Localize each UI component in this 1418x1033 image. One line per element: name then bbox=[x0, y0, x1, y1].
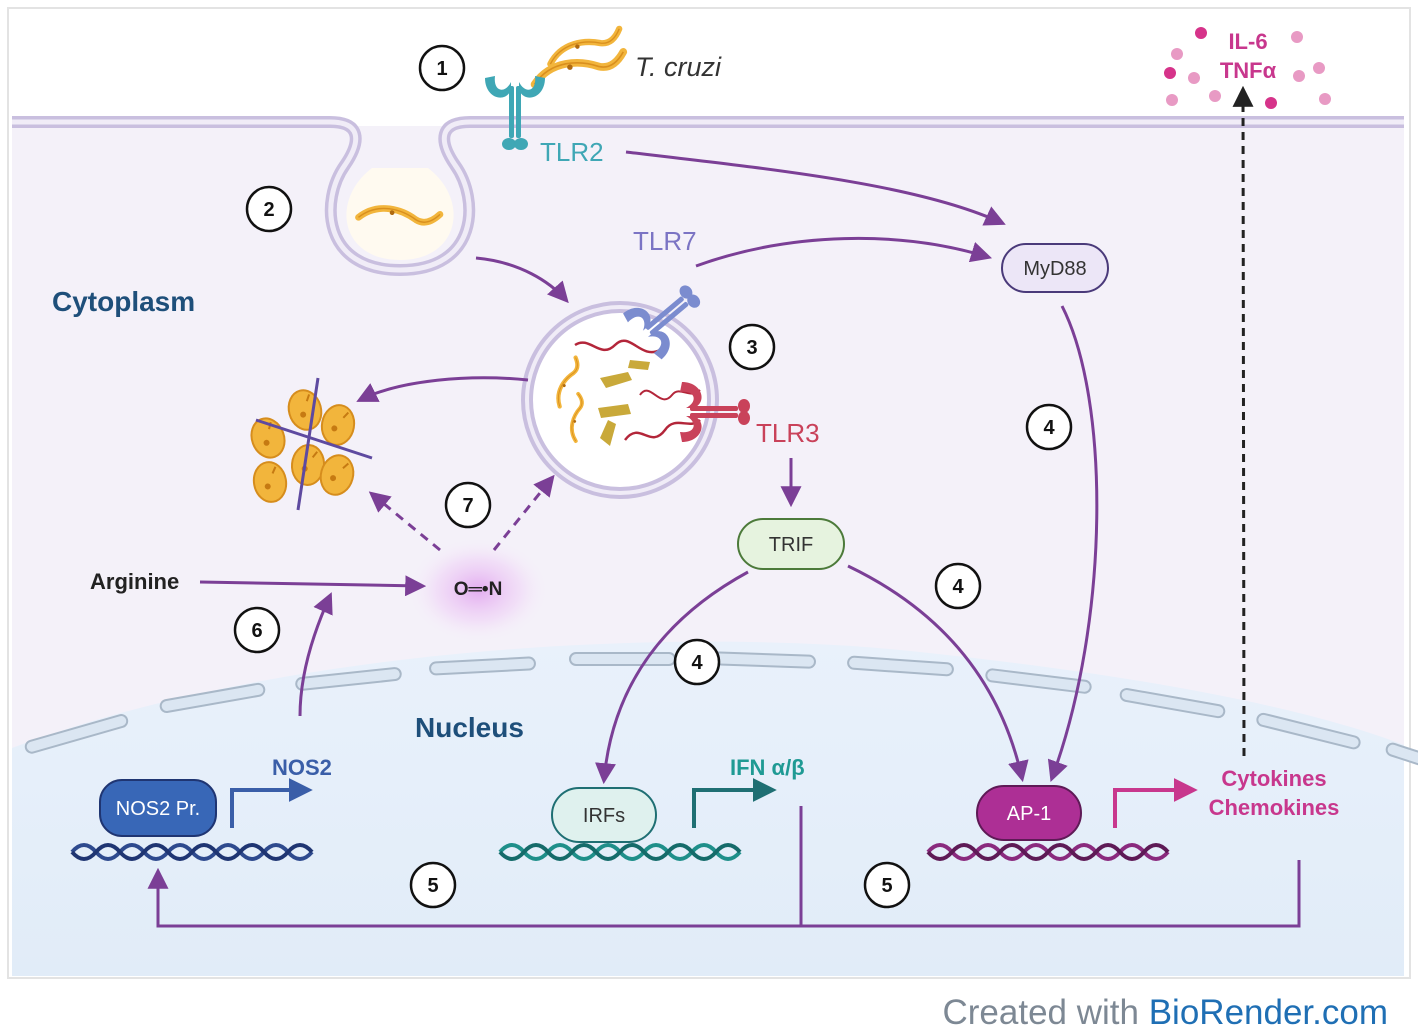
dna-ap1 bbox=[926, 843, 1170, 861]
killed-parasites-icon bbox=[245, 377, 373, 511]
ap1-box: AP-1 bbox=[976, 785, 1082, 841]
il6-label: IL-6 bbox=[1228, 29, 1267, 54]
step-4c-label: 4 bbox=[691, 652, 703, 674]
ifn-transcription-arrow bbox=[692, 778, 777, 828]
nucleus-label: Nucleus bbox=[415, 712, 524, 743]
nitric-oxide-label: O═•N bbox=[454, 579, 503, 600]
trif-box: TRIF bbox=[737, 518, 845, 570]
step-6-label: 6 bbox=[251, 620, 262, 642]
endosome bbox=[521, 285, 750, 499]
myd88-label: MyD88 bbox=[1023, 258, 1086, 280]
credit-brand: BioRender.com bbox=[1149, 993, 1388, 1032]
step-3-label: 3 bbox=[746, 337, 757, 359]
step-7-label: 7 bbox=[462, 495, 473, 517]
cytokines-label: Cytokines bbox=[1221, 766, 1326, 791]
nos2-promoter-box: NOS2 Pr. bbox=[99, 779, 217, 837]
cytokine-transcription-arrow bbox=[1113, 778, 1198, 828]
dna-nos2 bbox=[70, 843, 314, 861]
trif-label: TRIF bbox=[769, 534, 813, 556]
dna-irfs bbox=[498, 843, 742, 861]
t-cruzi-label: T. cruzi bbox=[635, 52, 722, 82]
step-5a-label: 5 bbox=[427, 875, 438, 897]
nucleus-region bbox=[12, 641, 1418, 976]
step-4a-label: 4 bbox=[1043, 417, 1055, 439]
irfs-box: IRFs bbox=[551, 787, 657, 843]
cytoplasm-label: Cytoplasm bbox=[52, 286, 195, 317]
nos2-promoter-label: NOS2 Pr. bbox=[116, 798, 200, 820]
tnfa-label: TNFα bbox=[1220, 58, 1277, 83]
pathway-arrows bbox=[147, 150, 1301, 928]
cytokine-particles bbox=[1164, 27, 1331, 109]
nos2-transcription-arrow bbox=[230, 778, 313, 828]
nos2-gene-label: NOS2 bbox=[272, 755, 332, 780]
ifn-label: IFN α/β bbox=[730, 755, 805, 780]
step-2-label: 2 bbox=[263, 199, 274, 221]
nitric-oxide-glow bbox=[408, 538, 548, 642]
step-4b-label: 4 bbox=[952, 576, 964, 598]
myd88-box: MyD88 bbox=[1001, 243, 1109, 293]
chemokines-label: Chemokines bbox=[1209, 795, 1340, 820]
arginine-label: Arginine bbox=[90, 569, 179, 594]
step-5b-label: 5 bbox=[881, 875, 892, 897]
tlr3-label: TLR3 bbox=[756, 418, 820, 448]
step-markers bbox=[233, 44, 1073, 909]
ap1-label: AP-1 bbox=[1007, 803, 1051, 825]
tlr2-label: TLR2 bbox=[540, 137, 604, 167]
step-1-label: 1 bbox=[436, 58, 447, 80]
irfs-label: IRFs bbox=[583, 805, 625, 827]
tlr7-label: TLR7 bbox=[633, 226, 697, 256]
biorender-credit: Created with BioRender.com bbox=[942, 993, 1388, 1032]
credit-prefix: Created with bbox=[942, 993, 1148, 1032]
